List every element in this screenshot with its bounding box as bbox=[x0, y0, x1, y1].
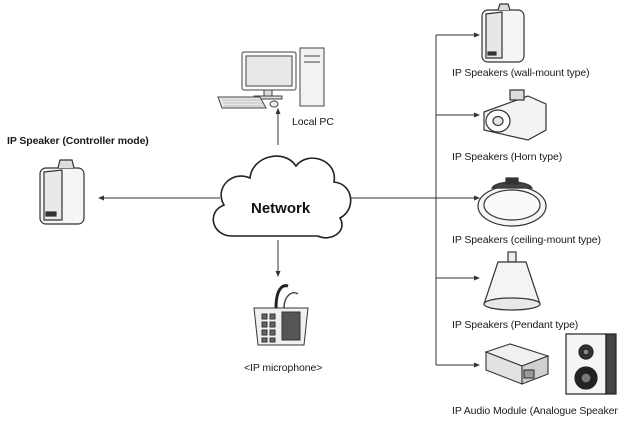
device-label-audio-module: IP Audio Module (Analogue Speaker bbox=[452, 405, 618, 417]
ip-audio-module-icon bbox=[484, 343, 550, 385]
ceiling-speaker-icon bbox=[477, 177, 547, 227]
analogue-speaker-icon bbox=[565, 333, 617, 395]
ip-microphone-label: <IP microphone> bbox=[244, 362, 323, 374]
arrow-to-mic bbox=[275, 271, 281, 277]
arrow-to-pendant bbox=[474, 275, 480, 281]
arrow-to-controller bbox=[98, 195, 104, 201]
network-label: Network bbox=[251, 200, 311, 217]
network-cloud-icon bbox=[212, 155, 352, 239]
device-label-ceiling-mount: IP Speakers (ceiling-mount type) bbox=[452, 234, 601, 246]
controller-speaker-label: IP Speaker (Controller mode) bbox=[7, 135, 149, 147]
local-pc-icon bbox=[217, 47, 325, 109]
ip-microphone-icon bbox=[253, 284, 309, 346]
horn-speaker-icon bbox=[483, 89, 547, 141]
pendant-speaker-icon bbox=[483, 251, 541, 311]
arrow-to-module bbox=[474, 362, 480, 368]
device-label-horn: IP Speakers (Horn type) bbox=[452, 151, 563, 163]
device-label-wall-mount: IP Speakers (wall-mount type) bbox=[452, 67, 590, 79]
arrow-to-horn bbox=[474, 112, 480, 118]
arrow-to-pc bbox=[275, 108, 281, 114]
arrow-to-wall bbox=[474, 32, 480, 38]
device-label-pendant: IP Speakers (Pendant type) bbox=[452, 319, 579, 331]
wall-mount-speaker-icon bbox=[481, 3, 525, 63]
connection-lines bbox=[100, 34, 478, 366]
local-pc-label: Local PC bbox=[292, 116, 334, 128]
arrowheads bbox=[98, 32, 480, 368]
controller-speaker-icon bbox=[39, 159, 85, 225]
arrow-to-ceiling bbox=[474, 195, 480, 201]
